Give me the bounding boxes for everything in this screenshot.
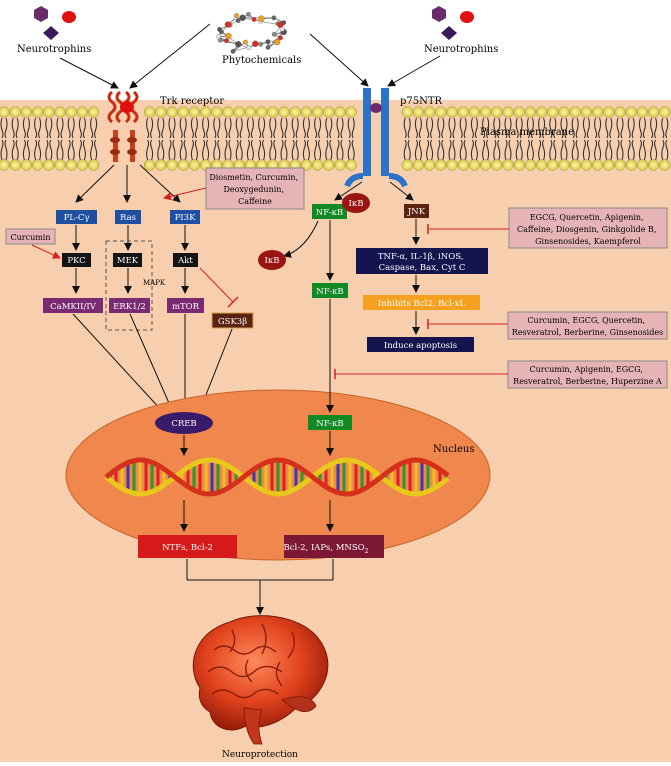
neurotrophin-circle-icon	[62, 11, 76, 23]
egcg-line: EGCG, Quercetin, Apigenin,	[530, 213, 644, 222]
curcumin-bcl-line: Curcumin, EGCG, Quercetin,	[527, 316, 645, 325]
arrow	[130, 24, 210, 88]
neurotrophins-left-label: Neurotrophins	[17, 44, 91, 55]
neurotrophin-diamond-icon	[441, 26, 457, 40]
p75ntr-label: p75NTR	[400, 96, 443, 107]
gsk-label: GSK3β	[218, 317, 247, 327]
neurotrophins-right-label: Neurotrophins	[424, 44, 498, 55]
arrow	[310, 34, 368, 86]
nfkb-nucleus-label: NF-κB	[316, 419, 343, 429]
egcg-line: Ginsenosides, Kaempferol	[535, 237, 641, 246]
plasma-membrane-label: Plasma membrane	[480, 127, 574, 138]
neurotrophin-diamond-icon	[43, 26, 59, 40]
akt-label: Akt	[177, 256, 193, 266]
plcy-label: PL-Cγ	[64, 213, 90, 223]
tnf-line: Caspase, Bax, Cyt C	[379, 263, 466, 273]
ikb-left-label: IκB	[265, 256, 280, 266]
ikb-top-label: IκB	[349, 199, 364, 209]
ntfs-label: NTFs, Bcl-2	[162, 543, 213, 553]
phytochemicals-label: Phytochemicals	[222, 55, 301, 66]
neurotrophin-circle-icon	[460, 11, 474, 23]
neurotrophin-hexagon-icon	[34, 6, 48, 22]
curcumin-inhibitor-text: Curcumin	[10, 233, 50, 242]
mtor-label: mTOR	[172, 302, 200, 312]
phytochemical-molecule-icon	[216, 12, 286, 53]
mapk-label: MAPK	[143, 279, 166, 287]
egcg-line: Caffeine, Diosgenin, Ginkgolide B,	[517, 225, 656, 234]
curcumin-nfkb-line: Resveratrol, Berberine, Huperzine A	[513, 377, 662, 386]
arrow	[388, 56, 440, 86]
creb-label: CREB	[171, 419, 196, 429]
bcl2-text: Bcl-2, IAPs, MNSO	[284, 543, 365, 553]
tnf-text: TNF-α, IL-1β, iNOS, Caspase, Bax, Cyt C	[378, 252, 466, 273]
jnk-label: JNK	[407, 207, 426, 217]
nucleus-label: Nucleus	[433, 444, 474, 455]
erk-label: ERK1/2	[113, 302, 146, 312]
apoptosis-label: Induce apoptosis	[384, 341, 457, 351]
diosmetin-line: Caffeine	[238, 197, 272, 206]
pi3k-label: PI3K	[175, 213, 196, 223]
mek-label: MEK	[117, 256, 139, 266]
curcumin-bcl-line: Resveratrol, Berberine, Ginsenosides	[512, 328, 663, 337]
nfkb-top-label: NF-κB	[316, 208, 343, 218]
trk-receptor-label: Trk receptor	[160, 96, 224, 107]
ras-label: Ras	[120, 213, 136, 223]
neurotrophin-hexagon-icon	[432, 6, 446, 22]
curcumin-nfkb-line: Curcumin, Apigenin, EGCG,	[530, 365, 643, 374]
inhibits-bcl2-label: Inhibits Bcl2, Bcl-xL	[378, 299, 466, 309]
diosmetin-line: Deoxygedunin,	[223, 185, 284, 194]
egcg-inhibitor-text: EGCG, Quercetin, Apigenin, Caffeine, Dio…	[517, 213, 659, 246]
bcl2-subscript: 2	[365, 548, 369, 555]
diosmetin-line: Diosmetin, Curcumin,	[209, 173, 298, 182]
nfkb-mid-label: NF-κB	[316, 287, 343, 297]
camk-label: CaMKII/IV	[50, 302, 97, 312]
dna-helix-icon	[106, 460, 448, 494]
neuroprotection-label: Neuroprotection	[222, 750, 298, 760]
arrow	[60, 58, 118, 88]
pkc-label: PKC	[67, 256, 85, 266]
tnf-line: TNF-α, IL-1β, iNOS,	[378, 252, 464, 262]
